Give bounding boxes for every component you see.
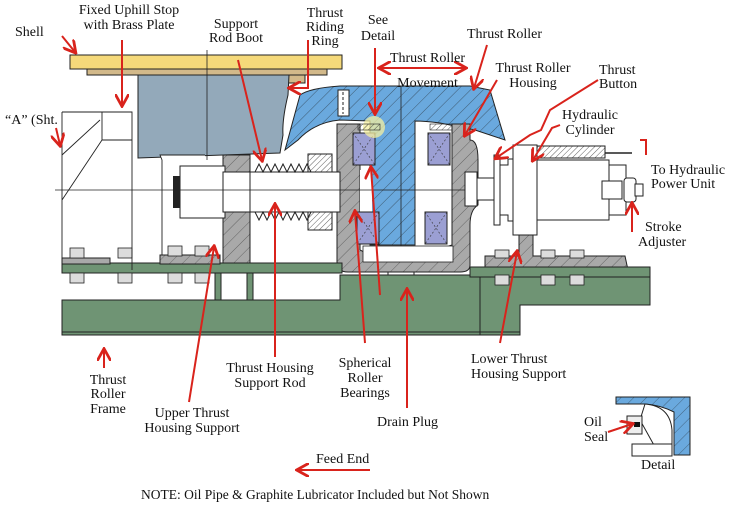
left-shim [61, 257, 111, 265]
button-coupling [476, 177, 496, 201]
label-support-rod-boot-line2: Rod Boot [208, 31, 264, 46]
label-riding-ring-line2: Riding [305, 20, 345, 35]
thrust-button [464, 171, 478, 207]
label-power-unit-line2: Power Unit [651, 177, 716, 192]
label-stroke-adjuster-line2: Adjuster [638, 235, 687, 250]
label-oil-seal-line2: Seal [584, 430, 609, 445]
label-frame-line2: Roller [90, 387, 126, 402]
label-support-rod-line2: Support Rod [234, 376, 306, 391]
label-riding-ring-line1: Thrust [306, 6, 344, 21]
thrust-roller-frame [61, 274, 651, 336]
frame-web-right [246, 272, 254, 304]
rod-boot-lower [254, 210, 312, 222]
label-movement-line1: Thrust Roller [389, 51, 466, 66]
upper-support-base-hatch [160, 255, 220, 264]
spherical-roller-bearings [352, 132, 451, 245]
thrust-roller-hatch [285, 86, 505, 245]
housing-inner-cavity [360, 170, 372, 215]
label-housing-line1: Thrust Roller [495, 61, 571, 76]
seal-right [429, 123, 453, 131]
label-frame-line3: Frame [90, 402, 126, 417]
label-feed-end: Feed End [316, 452, 370, 467]
label-detail: Detail [641, 458, 676, 473]
label-bearings-line1: Spherical [338, 356, 392, 371]
rod-collar-upper [307, 153, 333, 173]
label-housing-line2: Housing [509, 76, 557, 91]
label-frame-line1: Thrust [89, 373, 127, 388]
label-sht-a: “A” (Sht. [5, 113, 58, 128]
rod-boot-upper [254, 162, 312, 174]
hydraulic-cylinder [536, 159, 610, 221]
label-lower-support-line2: Housing Support [471, 367, 567, 382]
housing-bottom-cover [362, 245, 454, 263]
shell [69, 54, 343, 70]
disc-springs [499, 158, 515, 222]
label-cylinder-line1: Hydraulic [562, 108, 618, 123]
label-upper-support-line2: Housing Support [144, 421, 240, 436]
support-rod-through [222, 171, 251, 213]
seal-left [357, 123, 381, 131]
label-bearings-line3: Bearings [340, 386, 390, 401]
frame-web-left [214, 272, 222, 304]
label-cylinder-line2: Cylinder [565, 123, 615, 138]
housing-hatch [337, 124, 478, 272]
stroke-adjuster [623, 177, 637, 203]
label-see-detail-line2: Detail [360, 29, 396, 44]
label-lower-support-line1: Lower Thrust [471, 352, 548, 367]
rod-nut [179, 165, 226, 219]
riding-ring [137, 74, 290, 159]
cylinder-flange [493, 154, 501, 226]
rod-collar-lower [307, 211, 333, 231]
label-thrust-button-line2: Button [599, 77, 638, 92]
label-support-rod-boot-line1: Support [213, 17, 259, 32]
label-fixed-stop-line1: Fixed Uphill Stop [78, 3, 180, 18]
stroke-adjuster-tip [634, 183, 644, 197]
cylinder-top-guard [536, 145, 606, 159]
label-drain-plug: Drain Plug [377, 415, 439, 430]
label-fixed-stop-line2: with Brass Plate [83, 18, 175, 33]
note-text: NOTE: Oil Pipe & Graphite Lubricator Inc… [141, 487, 490, 502]
sht-a-bracket [61, 111, 133, 270]
label-oil-seal-line1: Oil [584, 415, 602, 430]
label-power-unit-line1: To Hydraulic [651, 163, 726, 178]
callout-arrows [56, 35, 647, 470]
rod-nut-washer [173, 176, 180, 208]
label-see-detail-line1: See [367, 13, 389, 28]
label-riding-ring-line3: Ring [311, 34, 339, 49]
label-bearings-line2: Roller [347, 371, 383, 386]
label-upper-support-line1: Upper Thrust [154, 406, 230, 421]
oil-seal-detail [615, 396, 691, 457]
label-support-rod-line1: Thrust Housing [226, 361, 314, 376]
label-movement-line2: Movement [397, 76, 458, 91]
stroke-adjuster-nut [601, 180, 623, 200]
uphill-stop-pad-right [287, 74, 306, 84]
label-shell: Shell [15, 25, 44, 40]
label-thrust-button-line1: Thrust [599, 63, 636, 78]
label-thrust-roller: Thrust Roller [467, 27, 543, 42]
label-stroke-adjuster-line1: Stroke [645, 220, 682, 235]
anchor-bolts [69, 245, 585, 286]
housing-inner-cavity-right [430, 170, 444, 215]
